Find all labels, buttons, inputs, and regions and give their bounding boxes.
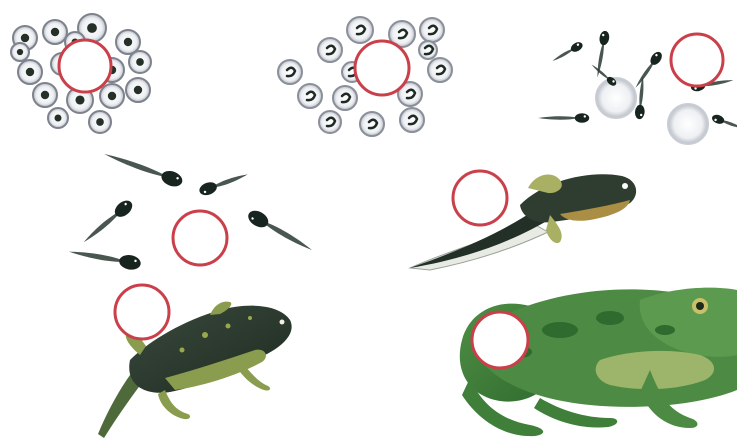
egg [11, 43, 29, 61]
egg-with-embryo [333, 86, 357, 110]
tadpole [245, 207, 315, 256]
stage-4-tadpoles [68, 147, 316, 271]
tadpole [79, 197, 135, 247]
egg [33, 83, 57, 107]
stage-5-tadpole-with-legs [410, 171, 636, 270]
empty-egg-shell [668, 104, 708, 144]
egg-with-embryo [347, 17, 373, 43]
answer-circle-stage-7[interactable] [472, 312, 528, 368]
stage-3-hatching-tadpoles [538, 30, 737, 144]
tadpole [68, 244, 142, 271]
answer-circle-stage-5[interactable] [453, 171, 507, 225]
answer-circle-stage-3[interactable] [671, 34, 723, 86]
egg-with-embryo [318, 38, 342, 62]
tadpole [198, 169, 250, 198]
tadpole [632, 50, 665, 91]
stage-6-froglet [98, 285, 292, 438]
stage-2-embryos [278, 17, 452, 136]
egg-with-embryo [428, 58, 452, 82]
answer-circle-stage-4[interactable] [173, 211, 227, 265]
stage-1-frog-spawn [11, 14, 151, 133]
egg [43, 20, 67, 44]
tadpole-with-legs-illustration [410, 174, 636, 270]
tadpole [593, 30, 611, 78]
answer-circle-stage-2[interactable] [355, 41, 409, 95]
egg [18, 60, 42, 84]
egg-with-embryo [420, 18, 444, 42]
egg-with-embryo [319, 111, 341, 133]
egg [89, 111, 111, 133]
egg-with-embryo [298, 84, 322, 108]
egg-with-embryo [419, 41, 437, 59]
egg [116, 30, 140, 54]
egg-with-embryo [400, 108, 424, 132]
egg-with-embryo [360, 112, 384, 136]
tadpole [102, 147, 185, 189]
egg-with-embryo [278, 60, 302, 84]
egg [126, 78, 150, 102]
answer-circle-stage-1[interactable] [59, 40, 111, 92]
egg [48, 108, 68, 128]
egg [129, 51, 151, 73]
tadpole [711, 113, 737, 132]
tadpole [538, 113, 589, 123]
stage-7-adult-frog [460, 288, 737, 436]
answer-circle-stage-6[interactable] [115, 285, 169, 339]
tadpole [550, 40, 584, 64]
egg [100, 84, 124, 108]
